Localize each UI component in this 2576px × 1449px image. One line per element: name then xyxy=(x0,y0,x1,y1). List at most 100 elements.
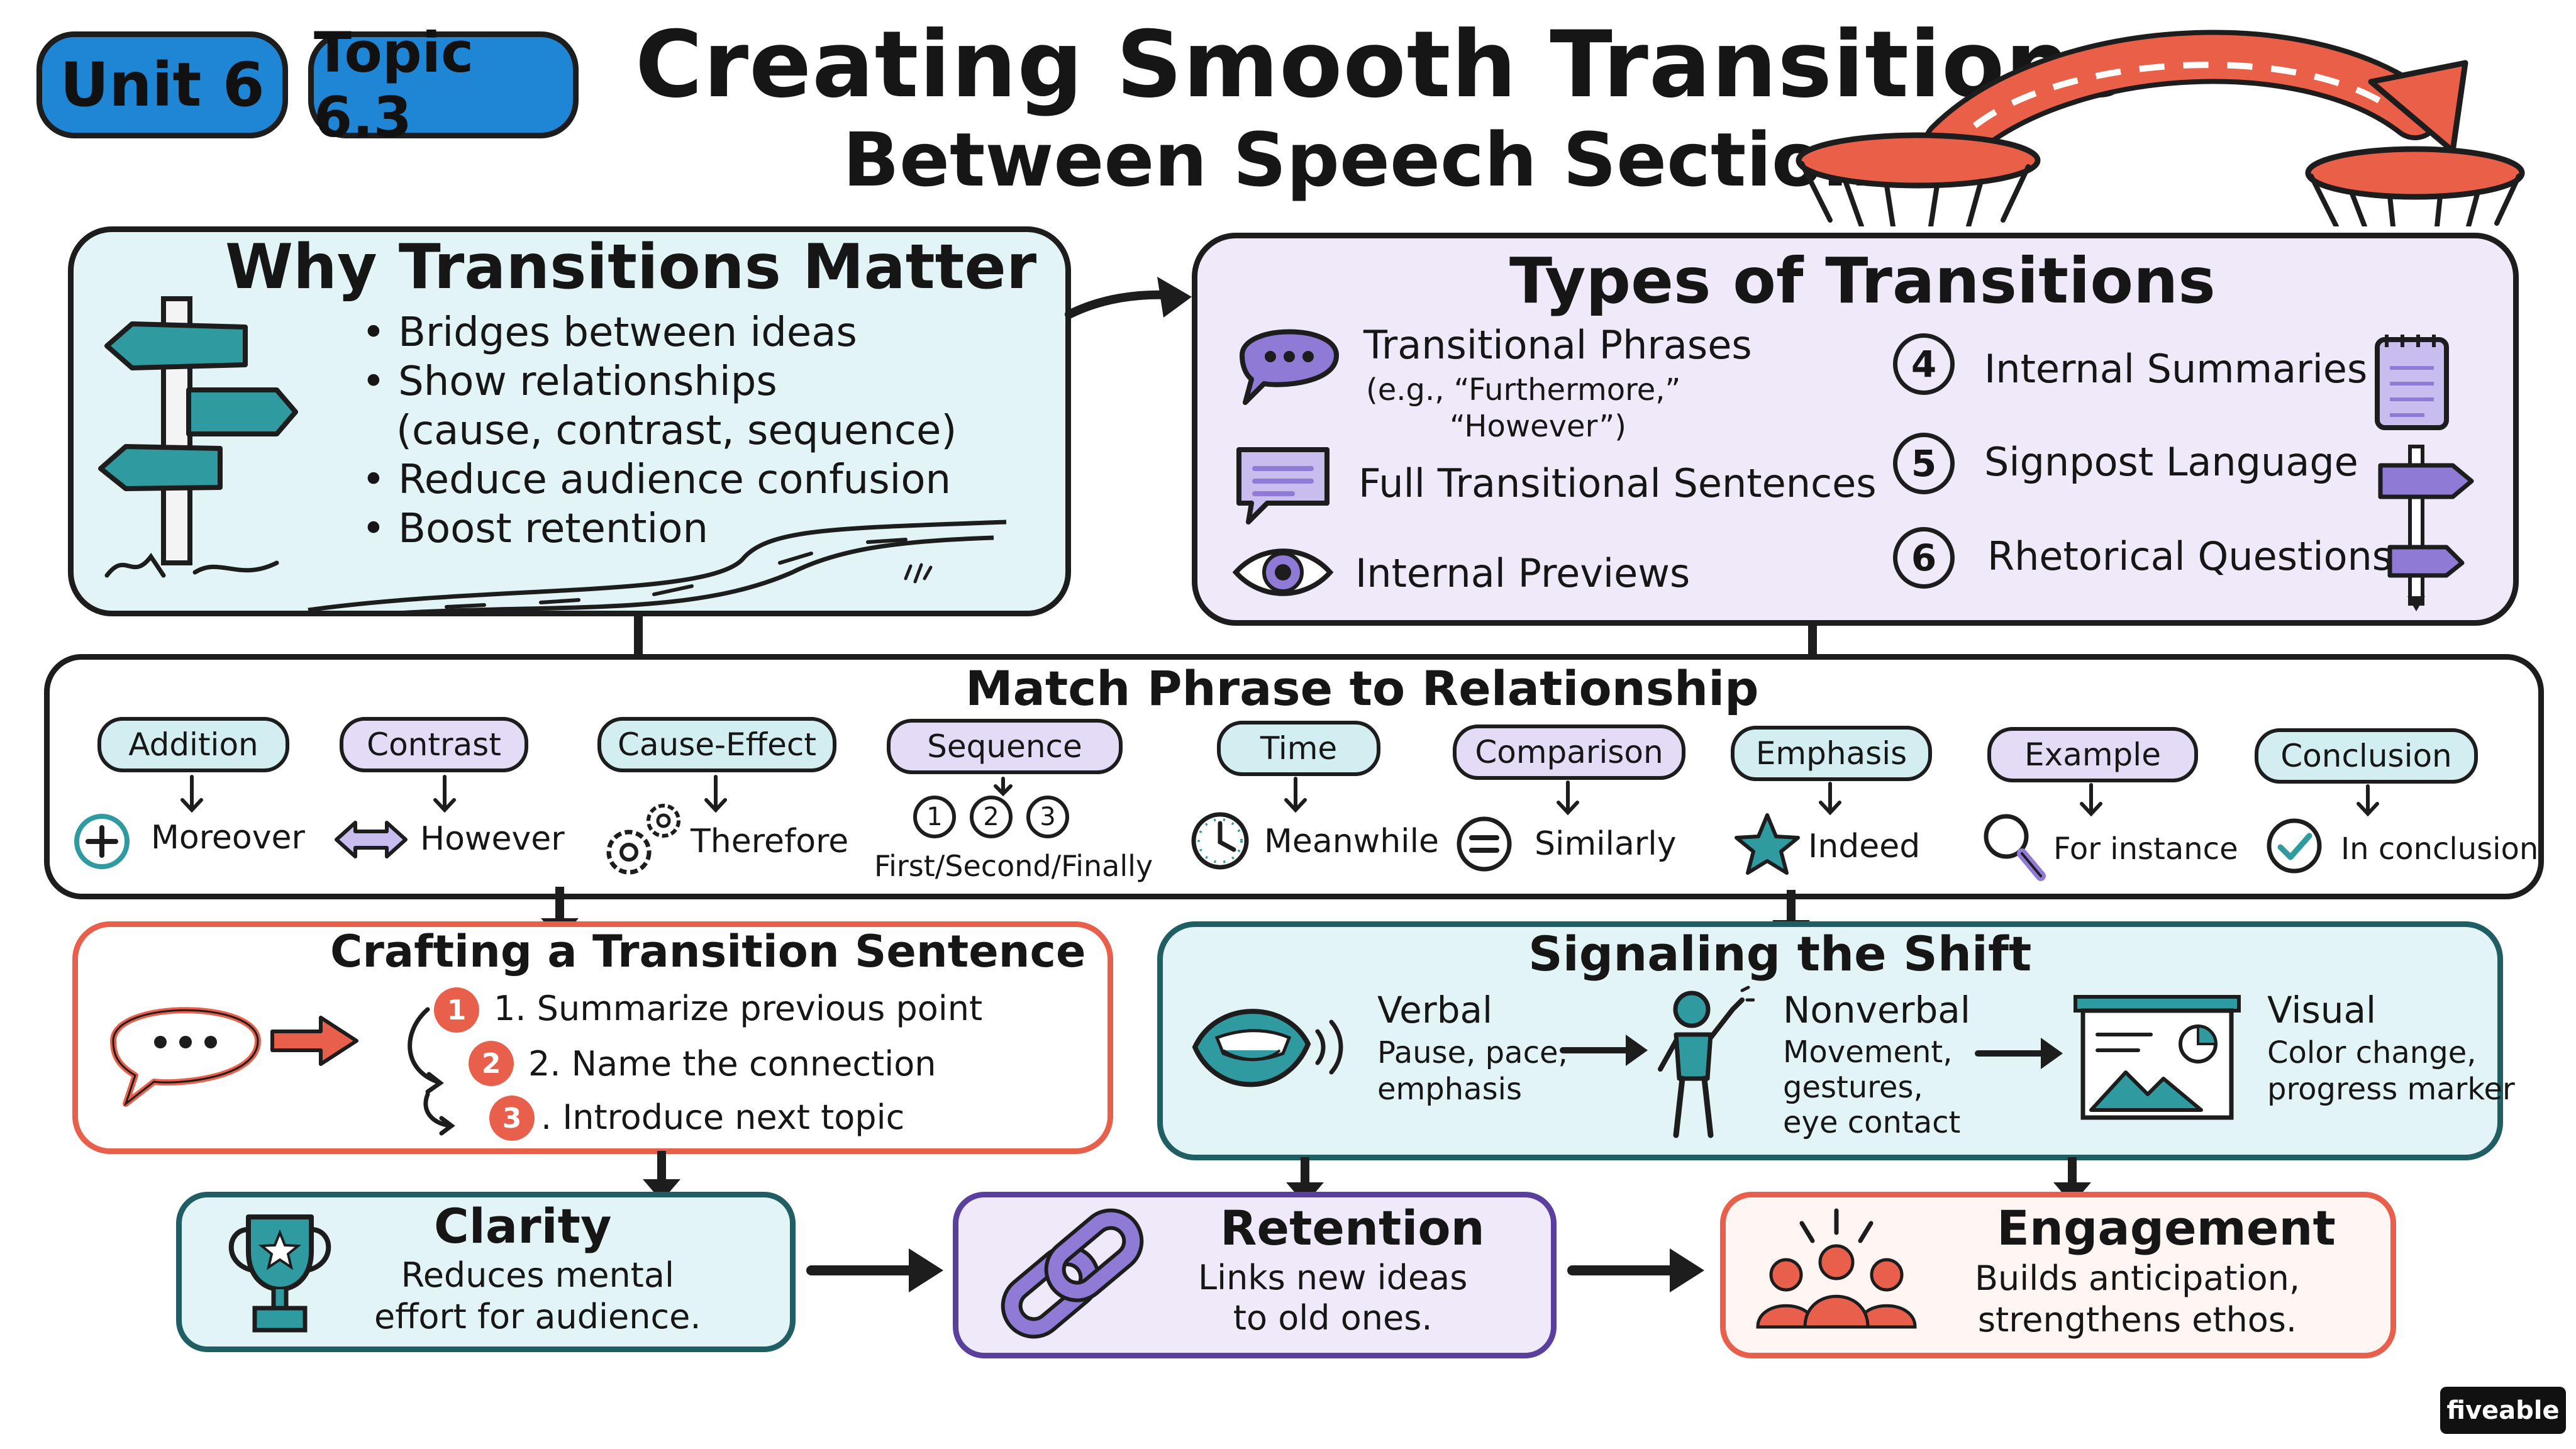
unit-badge-label: Unit 6 xyxy=(60,50,265,120)
step-1-badge: 1 xyxy=(434,987,479,1033)
step-name-connection: 2. Name the connection xyxy=(528,1044,936,1084)
fiveable-logo: fiveable xyxy=(2440,1387,2566,1434)
relationship-comparison: Comparison xyxy=(1453,724,1685,780)
phrase-for-instance: For instance xyxy=(2053,831,2238,867)
sequence-number: 2 xyxy=(970,796,1013,838)
flow-arrow xyxy=(1975,1038,2063,1069)
notepad-icon xyxy=(2375,335,2449,430)
types-title: Types of Transitions xyxy=(1509,244,2216,318)
relationship-time: Time xyxy=(1217,721,1380,776)
phrase-meanwhile: Meanwhile xyxy=(1264,823,1440,860)
type-internal-summaries: Internal Summaries xyxy=(1984,346,2368,392)
page-subtitle: Between Speech Sections xyxy=(843,116,1920,203)
why-bullet: • Boost retention xyxy=(362,506,708,552)
speech-bubble-icon xyxy=(110,1007,261,1107)
clarity-title: Clarity xyxy=(434,1198,612,1254)
flow-arrow xyxy=(643,1151,680,1201)
relationship-example: Example xyxy=(1987,727,2198,782)
unit-badge: Unit 6 xyxy=(36,31,288,138)
phrase-in-conclusion: In conclusion xyxy=(2341,831,2539,867)
flow-arrow xyxy=(806,1248,943,1292)
audience-icon xyxy=(1756,1208,1917,1329)
topic-badge: Topic 6.3 xyxy=(308,20,579,150)
topic-badge-label: Topic 6.3 xyxy=(314,20,474,150)
jump-arrow-illustration xyxy=(1796,30,2525,226)
step-summarize: 1. Summarize previous point xyxy=(494,989,983,1028)
eye-icon xyxy=(1232,548,1334,596)
types-transitions-panel xyxy=(1192,233,2519,626)
type-signpost-language: Signpost Language xyxy=(1984,439,2358,485)
phrase-similarly: Similarly xyxy=(1535,825,1677,863)
signpost-icon xyxy=(98,296,298,578)
curved-flow-arrow xyxy=(408,1007,455,1136)
winding-road-illustration xyxy=(308,519,1007,616)
mouth-icon xyxy=(1192,1009,1343,1087)
relationship-addition: Addition xyxy=(97,717,289,772)
why-bullet-list: • Bridges between ideas • Show relations… xyxy=(362,308,957,553)
relationship-sequence: Sequence xyxy=(887,719,1123,774)
nonverbal-description: Movement, gestures, eye contact xyxy=(1783,1035,1961,1140)
clock-icon xyxy=(1191,812,1249,870)
number-5-badge: 5 xyxy=(1893,433,1955,494)
type-rhetorical-questions: Rhetorical Questions xyxy=(1987,533,2393,579)
number-4-badge: 4 xyxy=(1893,333,1955,395)
speech-bubble-icon xyxy=(1240,329,1339,405)
sequence-number: 1 xyxy=(913,796,956,838)
trophy-icon xyxy=(228,1214,331,1333)
phrase-indeed: Indeed xyxy=(1808,828,1921,865)
clarity-description: Reduces mental effort for audience. xyxy=(374,1255,701,1336)
step-introduce-next: . Introduce next topic xyxy=(541,1097,905,1137)
numbered-circles-icon: 1 2 3 xyxy=(913,796,1069,838)
flow-arrow xyxy=(1560,1035,1648,1066)
verbal-title: Verbal xyxy=(1377,989,1493,1031)
why-title: Why Transitions Matter xyxy=(225,231,1037,303)
relationship-cause-effect: Cause-Effect xyxy=(597,717,836,772)
presenter-gesture-icon xyxy=(1658,985,1755,1138)
visual-title: Visual xyxy=(2267,989,2377,1031)
chain-link-icon xyxy=(1001,1208,1144,1339)
message-icon xyxy=(1236,447,1330,525)
magnifier-icon xyxy=(1984,814,2046,881)
page-title: Creating Smooth Transitions xyxy=(635,11,2127,118)
crafting-title: Crafting a Transition Sentence xyxy=(330,926,1086,977)
phrase-therefore: Therefore xyxy=(691,823,849,860)
plus-circle-icon xyxy=(74,814,130,869)
fiveable-logo-text: fiveable xyxy=(2446,1396,2560,1425)
pair-arrows xyxy=(180,775,2379,817)
retention-description: Links new ideas to old ones. xyxy=(1198,1258,1468,1338)
gears-icon xyxy=(606,804,680,875)
nonverbal-title: Nonverbal xyxy=(1783,989,1970,1031)
type-internal-previews: Internal Previews xyxy=(1355,550,1690,596)
phrase-moreover: Moreover xyxy=(151,819,305,857)
relationship-contrast: Contrast xyxy=(340,717,528,772)
why-bullet: • Bridges between ideas xyxy=(362,309,857,356)
equals-circle-icon xyxy=(1457,816,1512,872)
relationship-emphasis: Emphasis xyxy=(1731,726,1932,781)
why-bullet: • Reduce audience confusion xyxy=(362,457,952,503)
step-2-badge: 2 xyxy=(469,1041,514,1086)
flow-arrow xyxy=(1567,1248,1704,1292)
number-6-badge: 6 xyxy=(1893,527,1955,589)
engagement-title: Engagement xyxy=(1997,1200,2336,1256)
check-circle-icon xyxy=(2267,818,2322,874)
why-bullet: • Show relationships xyxy=(362,358,777,405)
verbal-description: Pause, pace, emphasis xyxy=(1377,1035,1568,1107)
engagement-description: Builds anticipation, strengthens ethos. xyxy=(1975,1258,2301,1340)
why-bullet-subtext: (cause, contrast, sequence) xyxy=(396,408,957,454)
sequence-number: 3 xyxy=(1026,796,1069,838)
relationship-conclusion: Conclusion xyxy=(2255,728,2478,784)
type-transitional-phrases-example: (e.g., “Furthermore,” xyxy=(1366,372,1681,408)
phrase-however: However xyxy=(420,820,565,858)
star-icon xyxy=(1735,813,1800,875)
phrase-first-second-finally: First/Second/Finally xyxy=(874,849,1153,883)
retention-title: Retention xyxy=(1220,1200,1485,1256)
signaling-title: Signaling the Shift xyxy=(1528,926,2032,982)
flow-arrow xyxy=(1065,277,1192,319)
type-transitional-phrases: Transitional Phrases xyxy=(1363,322,1752,368)
type-transitional-phrases-example: “However”) xyxy=(1450,409,1626,444)
signaling-panel xyxy=(1157,921,2503,1160)
step-3-badge: 3 xyxy=(489,1096,535,1141)
signpost-icon xyxy=(2378,445,2474,611)
visual-description: Color change, progress marker xyxy=(2267,1035,2515,1107)
match-title: Match Phrase to Relationship xyxy=(965,660,1759,716)
